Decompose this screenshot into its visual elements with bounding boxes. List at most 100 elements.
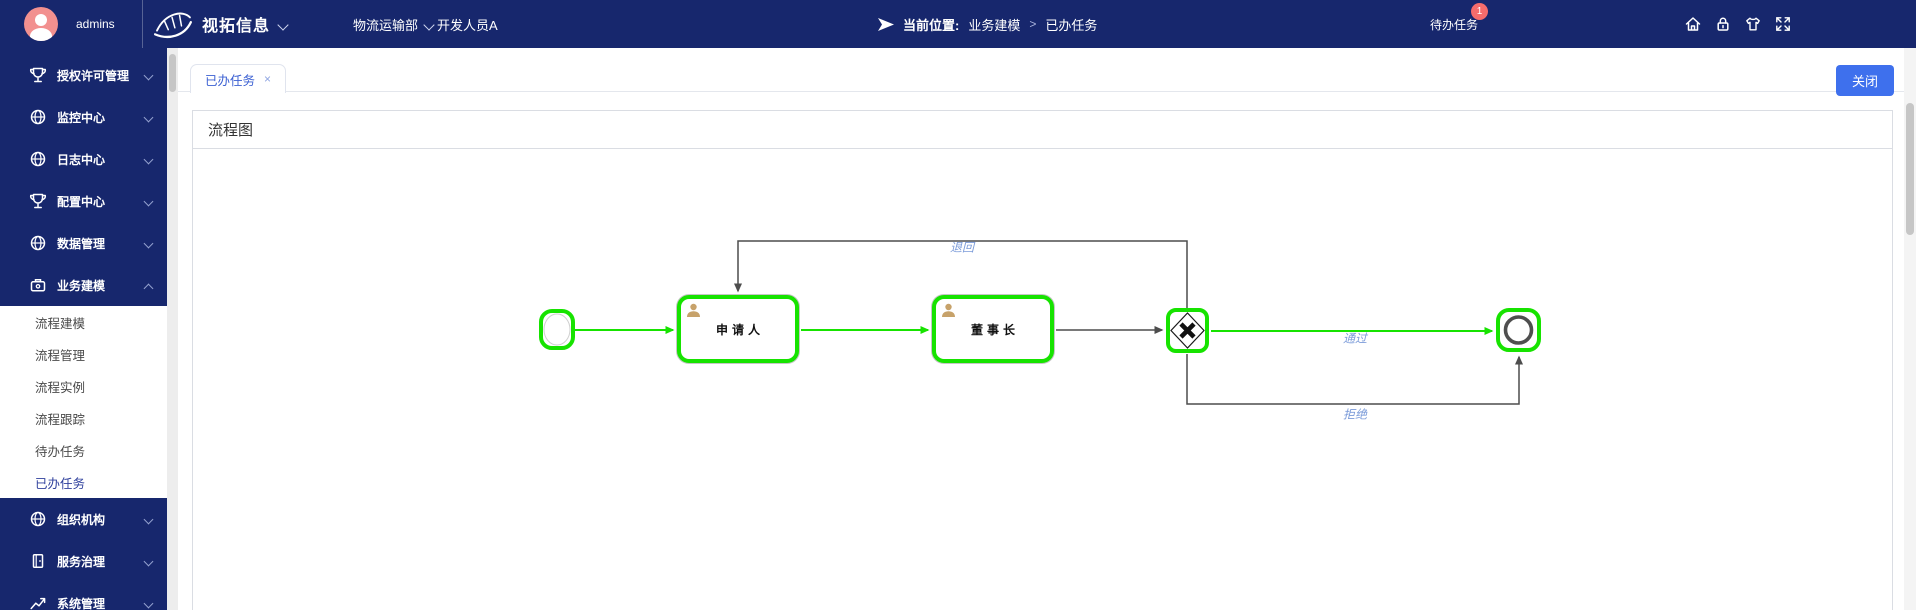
topbar-divider [142,0,143,48]
chevron-down-icon [144,515,153,524]
sidebar-scrollbar-thumb[interactable] [169,54,176,92]
sidebar-item-log-center[interactable]: 日志中心 [0,138,167,180]
todo-count-badge: 1 [1471,3,1488,20]
trophy-icon [30,67,46,83]
sidebar-item-service-governance[interactable]: 服务治理 [0,540,167,582]
globe-icon [30,109,46,125]
business-modeling-submenu: 流程建模 流程管理 流程实例 流程跟踪 待办任务 已办任务 [0,306,167,498]
chevron-down-icon [144,239,153,248]
chevron-down-icon [144,557,153,566]
chevron-down-icon [144,197,153,206]
chevron-up-icon [144,281,153,290]
chevron-down-icon [278,19,288,29]
task-node-applicant[interactable]: 申请人 [677,295,799,363]
sidebar-subitem-done-tasks[interactable]: 已办任务 [0,466,167,498]
globe-icon [30,235,46,251]
sidebar-item-license[interactable]: 授权许可管理 [0,54,167,96]
toolbox-icon [30,279,46,292]
breadcrumb-current[interactable]: 已办任务 [1045,17,1098,33]
department-label: 物流运输部 [353,17,419,33]
tab-bar: 已办任务 × [178,48,1904,93]
sidebar-item-label: 日志中心 [57,152,106,167]
sidebar-item-label: 配置中心 [57,194,106,209]
sidebar: 授权许可管理 监控中心 日志中心 配置中心 [0,48,167,610]
sidebar-subitem-process-modeling[interactable]: 流程建模 [0,306,167,338]
company-logo-icon [153,12,193,38]
edge-label-approve: 通过 [1342,331,1368,346]
lock-icon[interactable] [1714,15,1732,33]
start-circle-icon [543,313,571,346]
sidebar-scrollbar-track [167,48,178,610]
close-button[interactable]: 关闭 [1836,65,1894,96]
panel-title: 流程图 [208,122,254,139]
panel-header: 流程图 [192,110,1893,149]
chevron-down-icon [144,155,153,164]
topbar-actions [1684,0,1792,48]
sidebar-item-label: 监控中心 [57,110,106,125]
avatar-person-icon [35,14,47,26]
chart-line-icon [30,597,46,610]
task-label: 申请人 [715,322,764,337]
sidebar-item-label: 数据管理 [57,236,106,251]
chevron-down-icon [424,19,434,29]
door-icon [32,554,44,568]
sidebar-subitem-process-tracking[interactable]: 流程跟踪 [0,402,167,434]
start-event-node[interactable] [539,309,575,350]
task-node-chairman[interactable]: 董事长 [932,295,1054,363]
main-content: 已办任务 × 关闭 流程图 [178,48,1904,610]
topbar: admins 视拓信息 物流运输部 开发人员A 当前位置: 业务建模 > [0,0,1916,48]
sidebar-item-label: 组织机构 [57,512,106,527]
gateway-x-icon [1170,312,1205,349]
tab-close-icon[interactable]: × [264,72,272,86]
sidebar-item-label: 服务治理 [57,554,106,569]
diagram-edges [575,240,1523,405]
flow-diagram-panel: 退回 通过 拒绝 申请人 [192,149,1893,610]
breadcrumb-parent[interactable]: 业务建模 [968,17,1021,33]
breadcrumb: 当前位置: 业务建模 > 已办任务 [878,0,1097,48]
brand-menu[interactable]: 视拓信息 [152,0,288,48]
chevron-down-icon [144,599,153,608]
location-label: 当前位置: [903,17,960,33]
chevron-down-icon [144,113,153,122]
edge-label-reject: 拒绝 [1342,407,1368,422]
sidebar-item-system-management[interactable]: 系统管理 [0,582,167,610]
tab-done-tasks[interactable]: 已办任务 × [190,64,287,93]
sidebar-item-data-management[interactable]: 数据管理 [0,222,167,264]
home-icon[interactable] [1684,15,1702,33]
breadcrumb-separator: > [1029,17,1037,31]
end-circle-icon [1503,315,1534,345]
sidebar-item-organization[interactable]: 组织机构 [0,498,167,540]
task-label: 董事长 [970,322,1019,337]
end-event-node[interactable] [1496,308,1541,352]
operator-label: 开发人员A [437,17,498,33]
user-icon [942,303,955,317]
exclusive-gateway-node[interactable] [1166,308,1209,353]
trophy-icon [30,193,46,209]
breadcrumb-arrow-icon [878,18,894,31]
page-scrollbar-thumb[interactable] [1906,103,1914,235]
sidebar-item-label: 业务建模 [57,278,106,293]
user-icon [687,303,700,317]
sidebar-item-business-modeling[interactable]: 业务建模 [0,264,167,306]
sidebar-subitem-process-instance[interactable]: 流程实例 [0,370,167,402]
sidebar-item-label: 授权许可管理 [57,68,130,83]
sidebar-item-label: 系统管理 [57,596,106,610]
todo-tasks-button[interactable]: 待办任务 1 [1430,0,1488,48]
theme-shirt-icon[interactable] [1744,15,1762,33]
sidebar-subitem-todo-tasks[interactable]: 待办任务 [0,434,167,466]
user-avatar[interactable] [24,7,58,41]
sidebar-subitem-process-management[interactable]: 流程管理 [0,338,167,370]
page-scrollbar-track [1904,48,1916,610]
globe-icon [30,511,46,527]
globe-icon [30,151,46,167]
brand-title: 视拓信息 [202,18,271,35]
bpmn-diagram: 退回 通过 拒绝 申请人 [193,149,1892,610]
chevron-down-icon [144,71,153,80]
sidebar-item-monitor-center[interactable]: 监控中心 [0,96,167,138]
department-menu[interactable]: 物流运输部 [353,0,434,48]
tab-label: 已办任务 [205,73,256,88]
fullscreen-icon[interactable] [1774,15,1792,33]
sidebar-item-config-center[interactable]: 配置中心 [0,180,167,222]
edge-label-return: 退回 [949,240,975,255]
